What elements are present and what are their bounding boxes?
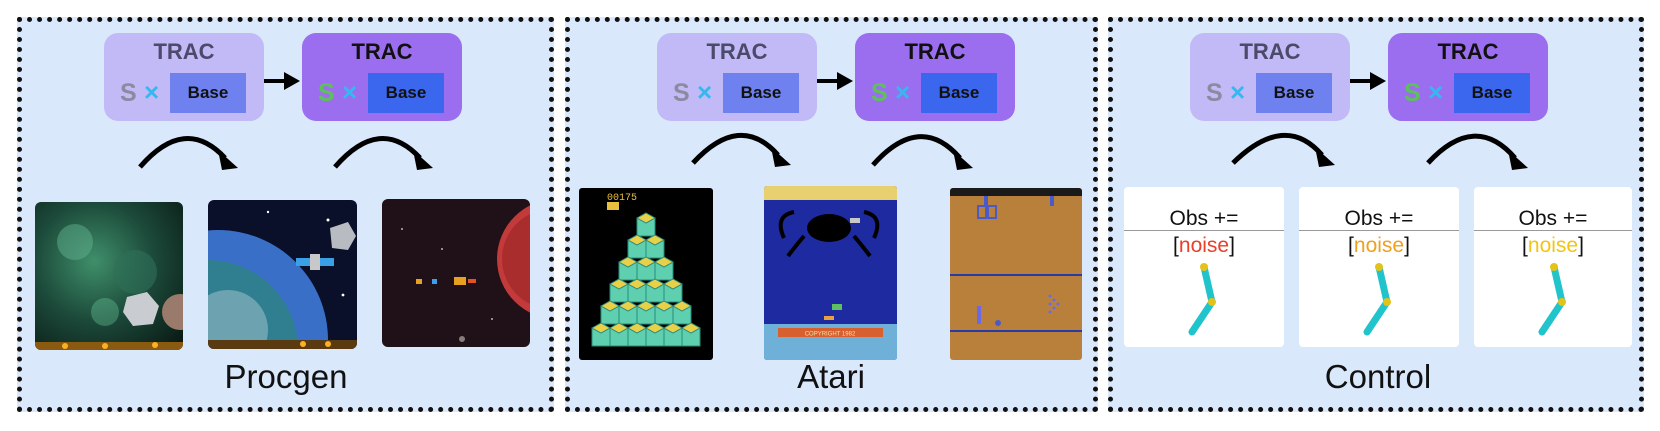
trac-box-before: TRAC S × Base xyxy=(104,33,264,121)
pyramid-cube xyxy=(635,212,657,237)
qbert-score: 00175 xyxy=(607,193,637,204)
trac-box-after: TRAC S × Base xyxy=(302,33,462,121)
right-arrow-icon xyxy=(1350,72,1386,90)
pyramid-cube xyxy=(599,300,621,325)
copyright-text: COPYRIGHT 1982 xyxy=(805,332,856,338)
atari-label: Atari xyxy=(797,358,865,395)
s-symbol: S xyxy=(1404,79,1421,107)
bracket-close: ] xyxy=(1578,234,1584,257)
pyramid-cube xyxy=(590,322,612,347)
arrowhead-icon xyxy=(1508,150,1528,170)
obs-label: Obs += xyxy=(1169,207,1239,230)
trac-title: TRAC xyxy=(1239,39,1301,64)
arrowhead-icon xyxy=(953,150,973,170)
pyramid-cube xyxy=(644,322,666,347)
curved-arrow-icon xyxy=(333,136,422,169)
pyramid-cube xyxy=(644,234,666,259)
s-symbol: S xyxy=(120,79,137,107)
trac-box-after: TRAC S × Base xyxy=(1388,33,1548,121)
times-symbol: × xyxy=(144,77,160,107)
arrowhead-icon xyxy=(1315,147,1335,167)
atari-thumb-bowling xyxy=(950,188,1082,360)
s-symbol: S xyxy=(871,79,888,107)
base-box: Base xyxy=(170,73,246,113)
trac-title: TRAC xyxy=(904,39,966,64)
obs-label: Obs += xyxy=(1518,207,1588,230)
control-card-2: Obs += [noise] xyxy=(1299,187,1459,347)
pyramid-cube xyxy=(671,300,693,325)
base-box: Base xyxy=(723,73,799,113)
bracket-close: ] xyxy=(1404,234,1410,257)
bracket-open: [ xyxy=(1173,234,1179,257)
noise-word: noise xyxy=(1527,234,1579,257)
procgen-thumb-planet xyxy=(208,200,357,349)
trac-title: TRAC xyxy=(1437,39,1499,64)
bracket-open: [ xyxy=(1522,234,1528,257)
times-symbol: × xyxy=(342,77,358,107)
trac-title: TRAC xyxy=(706,39,768,64)
arrowhead-icon xyxy=(218,150,238,170)
curved-arrow-icon xyxy=(138,136,227,169)
arrowhead-icon xyxy=(413,150,433,170)
s-symbol: S xyxy=(318,79,335,107)
curved-arrow-icon xyxy=(1231,132,1324,165)
trac-box-before: TRAC S × Base xyxy=(657,33,817,121)
atari-thumb-qbert: 00175 xyxy=(579,188,713,360)
control-card-3: Obs += [noise] xyxy=(1474,187,1632,347)
pendulum-icon xyxy=(1188,263,1216,336)
trac-box-before: TRAC S × Base xyxy=(1190,33,1350,121)
times-symbol: × xyxy=(895,77,911,107)
base-box: Base xyxy=(921,73,997,113)
times-symbol: × xyxy=(697,77,713,107)
procgen-thumb-starfield xyxy=(382,199,530,347)
control-label: Control xyxy=(1324,358,1432,395)
trac-title: TRAC xyxy=(351,39,413,64)
obs-label: Obs += xyxy=(1344,207,1414,230)
noise-word: noise xyxy=(1178,234,1230,257)
s-symbol: S xyxy=(1206,79,1223,107)
s-symbol: S xyxy=(673,79,690,107)
pyramid-cube xyxy=(653,256,675,281)
right-arrow-icon xyxy=(817,72,853,90)
bracket-close: ] xyxy=(1229,234,1235,257)
divider xyxy=(1299,230,1459,231)
divider xyxy=(1124,230,1284,231)
control-card-1: Obs += [noise] xyxy=(1124,187,1284,347)
noise-label: [noise] xyxy=(1299,234,1459,258)
times-symbol: × xyxy=(1428,77,1444,107)
pyramid-cube xyxy=(617,300,639,325)
bracket-open: [ xyxy=(1348,234,1354,257)
right-arrow-icon xyxy=(264,72,300,90)
base-box: Base xyxy=(1256,73,1332,113)
trac-box-after: TRAC S × Base xyxy=(855,33,1015,121)
arrowhead-icon xyxy=(771,147,791,167)
curved-arrow-icon xyxy=(691,132,780,165)
pyramid-cube xyxy=(680,322,702,347)
atari-thumb-octopus: COPYRIGHT 1982 xyxy=(764,186,897,360)
procgen-label: Procgen xyxy=(224,358,348,395)
noise-label: [noise] xyxy=(1124,234,1284,258)
procgen-thumb-nebula xyxy=(35,202,183,350)
times-symbol: × xyxy=(1230,77,1246,107)
base-box: Base xyxy=(1454,73,1530,113)
pyramid-cube xyxy=(626,322,648,347)
curved-arrow-icon xyxy=(1426,133,1517,165)
pyramid-cube xyxy=(617,256,639,281)
noise-word: noise xyxy=(1353,234,1405,257)
pyramid-cube xyxy=(662,278,684,303)
base-box: Base xyxy=(368,73,444,113)
trac-title: TRAC xyxy=(153,39,215,64)
divider xyxy=(1474,230,1632,231)
pendulum-icon xyxy=(1363,263,1391,336)
curved-arrow-icon xyxy=(871,134,962,167)
pyramid-cube xyxy=(662,322,684,347)
pendulum-icon xyxy=(1538,263,1566,336)
noise-label: [noise] xyxy=(1474,234,1632,258)
